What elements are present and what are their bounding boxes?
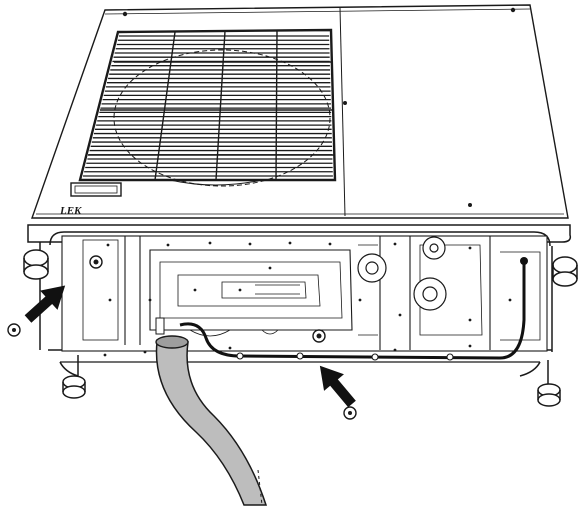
fastener-dot [143, 350, 147, 354]
fastener-dot [228, 346, 232, 350]
fastener-dot [108, 298, 112, 302]
foot-rear-right [537, 360, 561, 407]
fastener-dot [238, 288, 242, 292]
arrow-icon [24, 285, 66, 323]
fastener-dot [508, 298, 512, 302]
fastener-dot [468, 344, 472, 348]
brand-label: LEK [59, 205, 82, 217]
handle-recess [70, 182, 122, 197]
fastener-dot [393, 348, 397, 352]
fastener-dot [103, 353, 107, 357]
compressor-mounts [357, 236, 447, 311]
loose-washer-left [7, 323, 21, 337]
fastener-dot [148, 298, 152, 302]
foot-front-right [552, 256, 578, 287]
grille-bars [83, 35, 333, 177]
foot-rear-left [62, 355, 86, 399]
hose-outlet-bracket [155, 317, 165, 335]
base-plate [61, 235, 548, 352]
grille-ribs [88, 30, 334, 181]
cable-clips [236, 352, 454, 361]
fastener-dot [468, 318, 472, 322]
left-mounting-screw [89, 255, 103, 269]
loose-washer-right [343, 406, 357, 420]
fastener-dot [106, 243, 110, 247]
fastener-dot [393, 242, 397, 246]
fastener-dot [193, 288, 197, 292]
fastener-dot [268, 266, 272, 270]
housing-screw-dots [122, 7, 516, 207]
base-fastener-dots [103, 241, 512, 357]
fastener-dot [358, 298, 362, 302]
fastener-dot [288, 241, 292, 245]
fastener-dot [166, 243, 170, 247]
condensate-hose [155, 335, 268, 506]
fan-grille [78, 28, 337, 187]
fastener-dot [468, 246, 472, 250]
arrow-icon [319, 365, 356, 408]
fastener-dot [328, 242, 332, 246]
center-mounting-screw [312, 329, 326, 343]
fastener-dot [208, 241, 212, 245]
foot-front-left [23, 249, 49, 280]
fastener-dot [248, 242, 252, 246]
fastener-dot [398, 313, 402, 317]
power-cable [179, 257, 528, 360]
